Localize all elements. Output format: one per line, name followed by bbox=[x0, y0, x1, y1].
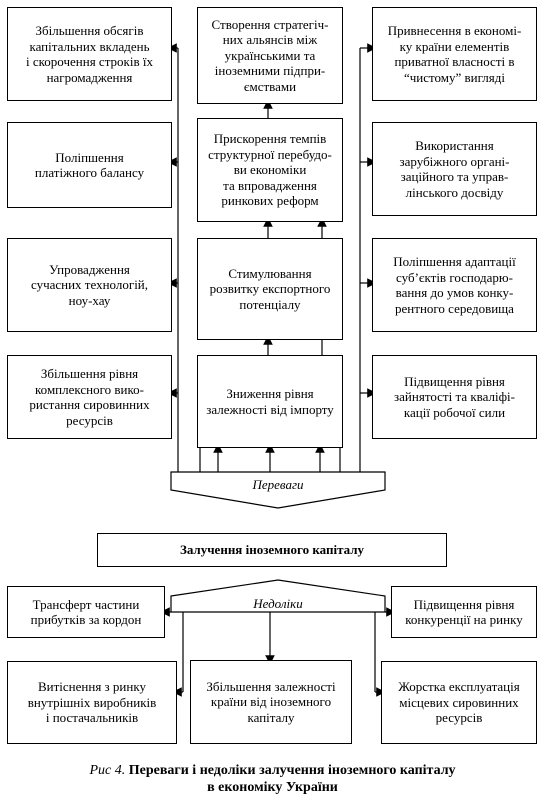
left-advantage-2: Поліпшення платіжного балансу bbox=[7, 122, 172, 208]
disadvantages-label: Недоліки bbox=[253, 596, 303, 611]
center-chain-3: Стимулювання розвитку експортного потенц… bbox=[197, 238, 343, 340]
left-advantage-4-text: Збільшення рівня комплексного вико- рист… bbox=[29, 366, 150, 428]
advantages-arrow-shape bbox=[170, 471, 386, 509]
left-advantage-2-text: Поліпшення платіжного балансу bbox=[34, 149, 145, 181]
right-advantage-2: Використання зарубіжного органі- заційно… bbox=[372, 122, 537, 216]
caption-title-line-1: Переваги і недоліки залучення іноземного… bbox=[128, 763, 456, 778]
disadvantage-right-bottom: Жорстка експлуатація місцевих сировинних… bbox=[381, 661, 537, 744]
center-chain-2-text: Прискорення темпів структурної перебудо-… bbox=[208, 131, 332, 209]
left-advantage-1-text: Збільшення обсягів капітальних вкладень … bbox=[26, 23, 153, 85]
center-bar: Залучення іноземного капіталу bbox=[97, 533, 447, 567]
disadvantage-right-top-text: Підвищення рівня конкуренції на ринку bbox=[405, 596, 523, 628]
disadvantages-arrow-shape bbox=[170, 579, 386, 613]
center-chain-1: Створення стратегіч- них альянсів між ук… bbox=[197, 7, 343, 104]
disadvantage-left-bottom: Витіснення з ринку внутрішніх виробників… bbox=[7, 661, 177, 744]
left-advantage-1: Збільшення обсягів капітальних вкладень … bbox=[7, 7, 172, 101]
disadvantage-left-top-text: Трансферт частини прибутків за кордон bbox=[30, 596, 142, 628]
left-advantage-4: Збільшення рівня комплексного вико- рист… bbox=[7, 355, 172, 439]
left-advantage-3-text: Упровадження сучасних технологій, ноу-ха… bbox=[30, 261, 149, 308]
advantages-label: Переваги bbox=[252, 477, 304, 492]
disadvantage-center: Збільшення залежності країни від іноземн… bbox=[190, 660, 352, 744]
right-advantage-1-text: Привнесення в економі- ку країни елемент… bbox=[387, 23, 522, 85]
left-advantage-3: Упровадження сучасних технологій, ноу-ха… bbox=[7, 238, 172, 332]
disadvantage-right-bottom-text: Жорстка експлуатація місцевих сировинних… bbox=[398, 679, 520, 726]
disadvantage-center-text: Збільшення залежності країни від іноземн… bbox=[206, 678, 336, 725]
figure-caption: Рис 4. Переваги і недоліки залучення іно… bbox=[0, 762, 545, 796]
caption-title-line-2: в економіку України bbox=[207, 780, 338, 795]
center-chain-4-text: Зниження рівня залежності від імпорту bbox=[206, 386, 334, 417]
disadvantage-right-top: Підвищення рівня конкуренції на ринку bbox=[391, 586, 537, 638]
center-bar-text: Залучення іноземного капіталу bbox=[179, 542, 365, 558]
right-advantage-4: Підвищення рівня зайнятості та кваліфі- … bbox=[372, 355, 537, 439]
caption-number: Рис 4. bbox=[89, 763, 126, 778]
right-advantage-4-text: Підвищення рівня зайнятості та кваліфі- … bbox=[394, 373, 515, 420]
center-chain-1-text: Створення стратегіч- них альянсів між ук… bbox=[211, 16, 329, 94]
caption-line-1: Рис 4. Переваги і недоліки залучення іно… bbox=[0, 762, 545, 779]
right-advantage-3-text: Поліпшення адаптації суб’єктів господарю… bbox=[393, 254, 516, 316]
right-advantage-1: Привнесення в економі- ку країни елемент… bbox=[372, 7, 537, 101]
center-chain-4: Зниження рівня залежності від імпорту bbox=[197, 355, 343, 448]
right-advantage-3: Поліпшення адаптації суб’єктів господарю… bbox=[372, 238, 537, 332]
center-chain-2: Прискорення темпів структурної перебудо-… bbox=[197, 118, 343, 222]
disadvantage-left-top: Трансферт частини прибутків за кордон bbox=[7, 586, 165, 638]
right-advantage-2-text: Використання зарубіжного органі- заційно… bbox=[399, 138, 510, 200]
disadvantage-left-bottom-text: Витіснення з ринку внутрішніх виробників… bbox=[27, 679, 157, 726]
center-chain-3-text: Стимулювання розвитку експортного потенц… bbox=[209, 265, 331, 312]
